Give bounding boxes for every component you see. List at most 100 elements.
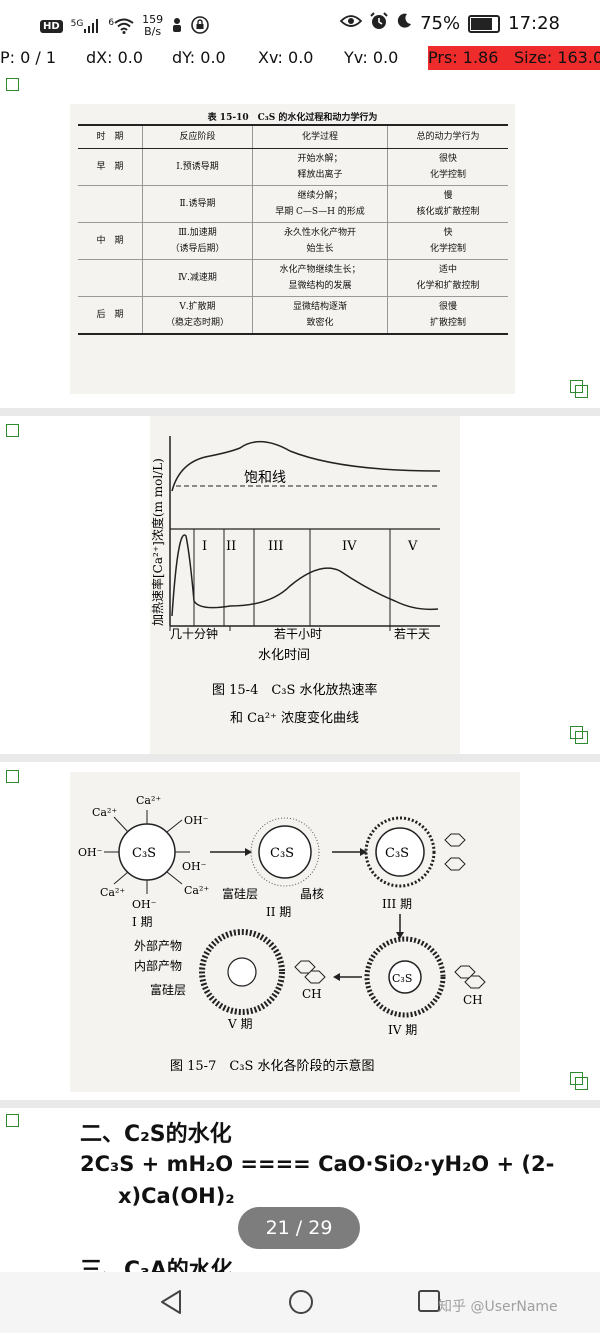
pointer-location-overlay: P: 0 / 1 dX: 0.0 dY: 0.0 Xv: 0.0 Yv: 0.0… (0, 46, 600, 70)
scanned-schematic-image: C₃S Ca²⁺ Ca²⁺ OH⁻ OH⁻ OH⁻ Ca²⁺ Ca²⁺ OH⁻ … (70, 772, 520, 1092)
pointer-yv: Yv: 0.0 (344, 48, 398, 67)
eye-icon (340, 13, 362, 34)
stage-label: III (268, 539, 283, 554)
document-page-1[interactable]: 表 15-10 C₃S 的水化过程和动力学行为 时 期 反应阶段 化学过程 总的… (0, 70, 600, 408)
pressure-size-highlight: Prs: 1.86 Size: 163.0 (428, 46, 600, 70)
moon-icon (396, 13, 412, 34)
stage-label: V 期 (227, 1017, 252, 1031)
page-separator (0, 1100, 600, 1108)
table-title: 表 15-10 C₃S 的水化过程和动力学行为 (70, 110, 515, 123)
cell-period (78, 186, 143, 223)
table-header-row: 时 期 反应阶段 化学过程 总的动力学行为 (78, 125, 508, 149)
wifi-icon: 6 (108, 18, 134, 34)
page-expand-icon[interactable] (570, 380, 583, 393)
page-select-checkbox[interactable] (6, 770, 19, 783)
figure-caption: 图 15-7 C₃S 水化各阶段的示意图 (170, 1058, 375, 1074)
x-tick-label: 若干小时 (274, 627, 322, 641)
header-process: 化学过程 (253, 125, 388, 149)
cell-stage: Ⅰ.预诱导期 (143, 149, 253, 186)
cell-period (78, 260, 143, 297)
inner-product-label: 内部产物 (134, 958, 182, 973)
ion-label: Ca²⁺ (184, 884, 209, 897)
scanned-table-image: 表 15-10 C₃S 的水化过程和动力学行为 时 期 反应阶段 化学过程 总的… (70, 104, 515, 394)
pointer-xv: Xv: 0.0 (258, 48, 313, 67)
watermark: 知乎 @UserName (438, 1296, 558, 1316)
cell-process: 水化产物继续生长； 显微结构的发展 (253, 260, 388, 297)
equation-line-2: x)Ca(OH)₂ (118, 1184, 235, 1208)
x-tick-label: 若干天 (394, 627, 430, 641)
back-icon[interactable] (158, 1288, 184, 1320)
ion-label: Ca²⁺ (100, 886, 125, 899)
stage-label: V (407, 539, 418, 554)
pointer-dx: dX: 0.0 (86, 48, 143, 67)
c3s-particle (228, 958, 256, 986)
hd-badge: HD (40, 20, 63, 33)
x-tick-label: 几十分钟 (170, 626, 218, 641)
hydration-stages-schematic: C₃S Ca²⁺ Ca²⁺ OH⁻ OH⁻ OH⁻ Ca²⁺ Ca²⁺ OH⁻ … (70, 772, 520, 1092)
outer-product-label: 外部产物 (134, 938, 182, 953)
page-expand-icon[interactable] (570, 1072, 583, 1085)
stage-label: II (226, 539, 236, 554)
page-select-checkbox[interactable] (6, 1114, 19, 1127)
document-page-2[interactable]: I II III IV V 饱和线 加热速率[Ca²⁺]浓度(m mol/L) … (0, 416, 600, 754)
network-label: 5G (71, 19, 84, 29)
document-page-3[interactable]: C₃S Ca²⁺ Ca²⁺ OH⁻ OH⁻ OH⁻ Ca²⁺ Ca²⁺ OH⁻ … (0, 762, 600, 1100)
home-icon[interactable] (287, 1288, 315, 1320)
table-row: Ⅱ.诱导期继续分解； 早期 C—S—H 的形成慢 核化或扩散控制 (78, 186, 508, 223)
signal-icon: 5G (71, 19, 101, 33)
cell-process: 显微结构逐渐 致密化 (253, 297, 388, 335)
ca-concentration-curve (172, 442, 440, 491)
stage-label: I (202, 539, 207, 554)
stage-label: II 期 (266, 905, 291, 919)
battery-level (471, 18, 492, 30)
heat-rate-figure: I II III IV V 饱和线 加热速率[Ca²⁺]浓度(m mol/L) … (150, 416, 460, 754)
clock-time: 17:28 (508, 13, 560, 34)
ch-label: CH (302, 987, 322, 1001)
header-period: 时 期 (78, 125, 143, 149)
ion-label: OH⁻ (132, 898, 157, 911)
ion-label: OH⁻ (184, 814, 209, 827)
cell-kinetics: 很快 化学控制 (388, 149, 509, 186)
pointer-pressure: Prs: 1.86 (428, 48, 498, 67)
user-icon (171, 17, 183, 36)
page-select-checkbox[interactable] (6, 424, 19, 437)
cell-kinetics: 适中 化学和扩散控制 (388, 260, 509, 297)
header-kinetics: 总的动力学行为 (388, 125, 509, 149)
y-axis-label: 加热速率[Ca²⁺]浓度(m mol/L) (150, 458, 165, 626)
lock-icon (191, 16, 209, 37)
pointer-dy: dY: 0.0 (172, 48, 226, 67)
core-label: C₃S (270, 846, 294, 861)
pointer-size: Size: 163.0 (514, 48, 600, 67)
page-separator (0, 408, 600, 416)
alarm-icon (370, 12, 388, 35)
cell-period: 早 期 (78, 149, 143, 186)
table-row: Ⅳ.减速期水化产物继续生长； 显微结构的发展适中 化学和扩散控制 (78, 260, 508, 297)
page-expand-icon[interactable] (570, 726, 583, 739)
cell-stage: Ⅱ.诱导期 (143, 186, 253, 223)
page-select-checkbox[interactable] (6, 78, 19, 91)
stage-label: I 期 (132, 915, 153, 929)
heat-rate-curve (172, 535, 438, 616)
cell-process: 开始水解； 释放出离子 (253, 149, 388, 186)
battery-icon (468, 15, 500, 33)
ion-label: Ca²⁺ (136, 794, 161, 807)
core-label: C₃S (392, 972, 412, 985)
core-label: C₃S (385, 846, 409, 861)
cell-kinetics: 快 化学控制 (388, 223, 509, 260)
cell-stage: Ⅴ.扩散期 （稳定态时期） (143, 297, 253, 335)
ion-label: Ca²⁺ (92, 806, 117, 819)
equation-line-1: 2C₃S + mH₂O ==== CaO·SiO₂·yH₂O + (2- (80, 1152, 554, 1176)
saturation-line-label: 饱和线 (244, 470, 286, 486)
cell-kinetics: 很慢 扩散控制 (388, 297, 509, 335)
cell-process: 继续分解； 早期 C—S—H 的形成 (253, 186, 388, 223)
ch-crystal-icon (455, 966, 485, 988)
stage-label: III 期 (382, 897, 412, 911)
cell-stage: Ⅲ.加速期 （诱导后期） (143, 223, 253, 260)
header-stage: 反应阶段 (143, 125, 253, 149)
ion-label: OH⁻ (182, 860, 207, 873)
stage-label: IV 期 (388, 1023, 417, 1037)
silica-rich-label: 富硅层 (222, 886, 258, 901)
